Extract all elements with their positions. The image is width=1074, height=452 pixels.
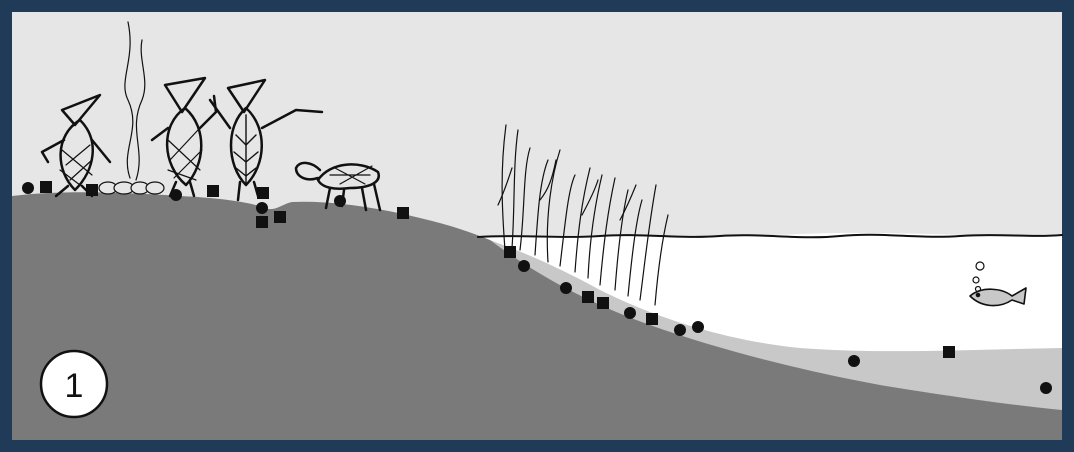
artifact-square xyxy=(257,187,269,199)
artifact-circle xyxy=(560,282,572,294)
artifact-square xyxy=(943,346,955,358)
artifact-circle xyxy=(334,195,346,207)
artifact-square xyxy=(86,184,98,196)
artifact-circle xyxy=(170,189,182,201)
artifact-square xyxy=(646,313,658,325)
artifact-square xyxy=(40,181,52,193)
artifact-square xyxy=(397,207,409,219)
artifact-circle xyxy=(848,355,860,367)
artifact-square xyxy=(207,185,219,197)
artifact-circle xyxy=(518,260,530,272)
artifact-circle xyxy=(1040,382,1052,394)
step-number: 1 xyxy=(65,367,84,405)
artifact-circle xyxy=(624,307,636,319)
step-number-badge: 1 xyxy=(41,351,107,417)
artifact-circle xyxy=(22,182,34,194)
fire-stones xyxy=(99,182,164,194)
artifact-square xyxy=(597,297,609,309)
artifact-square xyxy=(274,211,286,223)
artifact-circle xyxy=(692,321,704,333)
artifact-square xyxy=(256,216,268,228)
artifact-circle xyxy=(674,324,686,336)
artifact-square xyxy=(582,291,594,303)
artifact-square xyxy=(504,246,516,258)
artifact-circle xyxy=(256,202,268,214)
